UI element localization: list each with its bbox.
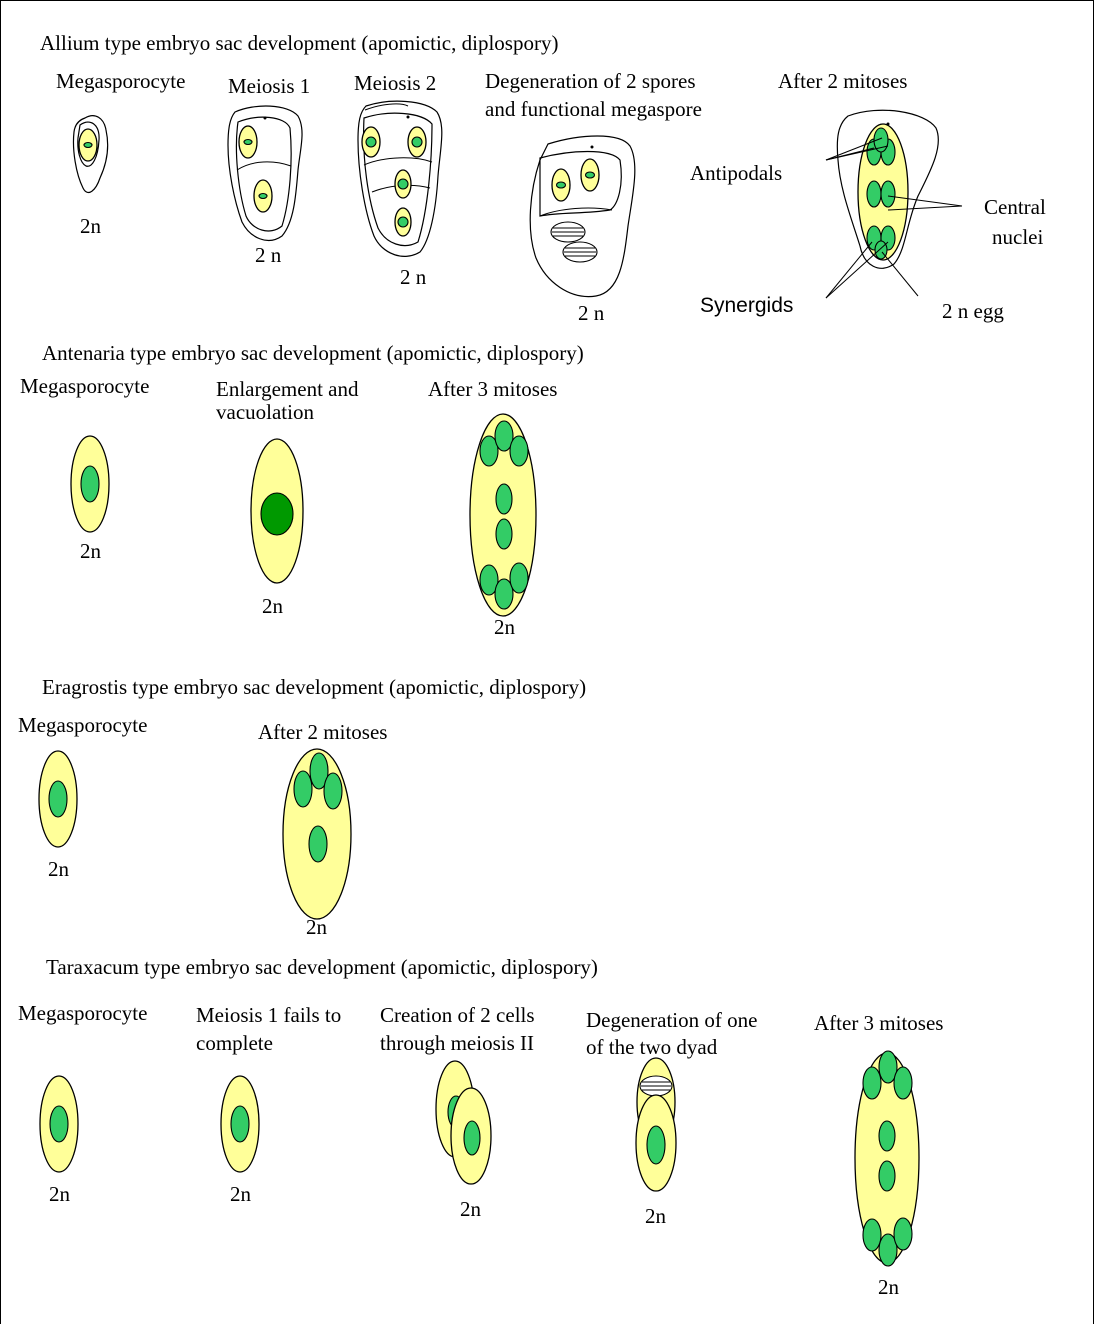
taraxacum-degeneration-label-2: of the two dyad — [586, 1035, 718, 1059]
allium-megasporocyte-nucleus — [84, 143, 92, 148]
taraxacum-nucleus-6 — [863, 1219, 881, 1251]
antenaria-after-mitoses-ploidy: 2n — [494, 615, 516, 639]
allium-mature-ovule — [826, 110, 962, 298]
antenaria-enlargement-label-2: vacuolation — [216, 400, 314, 424]
allium-title: Allium type embryo sac development (apom… — [40, 31, 558, 55]
antenaria-megasporocyte-ploidy: 2n — [80, 539, 102, 563]
allium-central-nucleus-1 — [867, 181, 881, 207]
allium-after-mitoses-label: After 2 mitoses — [778, 69, 907, 93]
antenaria-after-mitoses-label: After 3 mitoses — [428, 377, 557, 401]
allium-meiosis1-ploidy: 2 n — [255, 243, 282, 267]
allium-degeneration-functional-nucleus-1 — [557, 182, 566, 188]
taraxacum-nucleus-1 — [863, 1067, 881, 1099]
allium-meiosis2-ovule — [358, 101, 442, 256]
allium-meiosis1-ovule — [228, 106, 302, 240]
taraxacum-after-mitoses-ploidy: 2n — [878, 1275, 900, 1299]
allium-central-callout-1: Central — [984, 195, 1046, 219]
eragrostis-nucleus-1 — [294, 771, 312, 807]
antenaria-enlargement-ploidy: 2n — [262, 594, 284, 618]
allium-meiosis2-nucleus-2 — [412, 137, 422, 147]
allium-section: Allium type embryo sac development (apom… — [40, 31, 1046, 325]
allium-megasporocyte-label: Megasporocyte — [56, 69, 185, 93]
taraxacum-title: Taraxacum type embryo sac development (a… — [46, 955, 598, 979]
taraxacum-degeneration-label-1: Degeneration of one — [586, 1008, 757, 1032]
allium-degeneration-label-2: and functional megaspore — [485, 97, 702, 121]
eragrostis-after-mitoses-ploidy: 2n — [306, 915, 328, 939]
taraxacum-degeneration-ploidy: 2n — [645, 1204, 667, 1228]
eragrostis-after-mitoses-label: After 2 mitoses — [258, 720, 387, 744]
taraxacum-nucleus-5 — [879, 1161, 895, 1191]
antenaria-enlarged-nucleus — [261, 493, 293, 535]
allium-megasporocyte-ploidy: 2n — [80, 214, 102, 238]
taraxacum-creation-label-2: through meiosis II — [380, 1031, 534, 1055]
eragrostis-megasporocyte-nucleus — [49, 781, 67, 817]
antenaria-nucleus-3 — [510, 436, 528, 466]
taraxacum-after-mitoses-label: After 3 mitoses — [814, 1011, 943, 1035]
allium-meiosis2-nucleus-3 — [398, 179, 408, 189]
taraxacum-creation-ploidy: 2n — [460, 1197, 482, 1221]
allium-degeneration-functional-nucleus-2 — [586, 172, 595, 178]
allium-meiosis2-label: Meiosis 2 — [354, 71, 436, 95]
allium-degeneration-ploidy: 2 n — [578, 301, 605, 325]
antenaria-megasporocyte-label: Megasporocyte — [20, 374, 149, 398]
antenaria-nucleus-5 — [496, 519, 512, 549]
allium-meiosis1-nucleus-top — [244, 140, 252, 145]
allium-antipodals-callout: Antipodals — [690, 161, 782, 185]
taraxacum-meiosis-fail-ploidy: 2n — [230, 1182, 252, 1206]
allium-central-nucleus-2 — [881, 181, 895, 207]
taraxacum-meiosis-fail-nucleus — [231, 1106, 249, 1142]
taraxacum-dyad — [436, 1061, 491, 1184]
antenaria-megasporocyte-nucleus — [81, 466, 99, 502]
taraxacum-section: Taraxacum type embryo sac development (a… — [18, 955, 943, 1299]
antenaria-nucleus-4 — [496, 484, 512, 514]
taraxacum-degenerating-dyad — [636, 1058, 676, 1191]
allium-synergids-callout: Synergids — [700, 294, 793, 317]
taraxacum-nucleus-8 — [894, 1218, 912, 1250]
eragrostis-megasporocyte-label: Megasporocyte — [18, 713, 147, 737]
allium-meiosis1-label: Meiosis 1 — [228, 74, 310, 98]
taraxacum-functional-nucleus — [647, 1126, 665, 1164]
allium-meiosis2-ploidy: 2 n — [400, 265, 427, 289]
taraxacum-dyad-nucleus-2 — [464, 1121, 480, 1155]
antenaria-enlargement-label-1: Enlargement and — [216, 377, 359, 401]
allium-degeneration-label-1: Degeneration of 2 spores — [485, 69, 696, 93]
allium-meiosis2-nucleus-4 — [398, 217, 408, 227]
antenaria-title: Antenaria type embryo sac development (a… — [42, 341, 584, 365]
eragrostis-megasporocyte-ploidy: 2n — [48, 857, 70, 881]
taraxacum-nucleus-4 — [879, 1121, 895, 1151]
allium-degeneration-ovule — [530, 136, 635, 297]
taraxacum-creation-label-1: Creation of 2 cells — [380, 1003, 535, 1027]
taraxacum-megasporocyte-nucleus — [50, 1106, 68, 1142]
eragrostis-title: Eragrostis type embryo sac development (… — [42, 675, 586, 699]
allium-meiosis1-nucleus-bottom — [259, 194, 267, 199]
allium-meiosis2-nucleus-1 — [366, 137, 376, 147]
allium-megasporocyte-ovule — [73, 116, 107, 193]
allium-egg-callout: 2 n egg — [942, 299, 1004, 323]
eragrostis-nucleus-3 — [324, 773, 342, 809]
taraxacum-megasporocyte-label: Megasporocyte — [18, 1001, 147, 1025]
taraxacum-meiosis-fail-label-2: complete — [196, 1031, 273, 1055]
antenaria-section: Antenaria type embryo sac development (a… — [20, 341, 584, 639]
taraxacum-megasporocyte-ploidy: 2n — [49, 1182, 71, 1206]
taraxacum-meiosis-fail-label-1: Meiosis 1 fails to — [196, 1003, 341, 1027]
taraxacum-nucleus-3 — [894, 1067, 912, 1099]
eragrostis-nucleus-4 — [309, 826, 327, 862]
antenaria-nucleus-8 — [510, 563, 528, 593]
allium-central-callout-2: nuclei — [992, 225, 1043, 249]
eragrostis-section: Eragrostis type embryo sac development (… — [18, 675, 586, 939]
